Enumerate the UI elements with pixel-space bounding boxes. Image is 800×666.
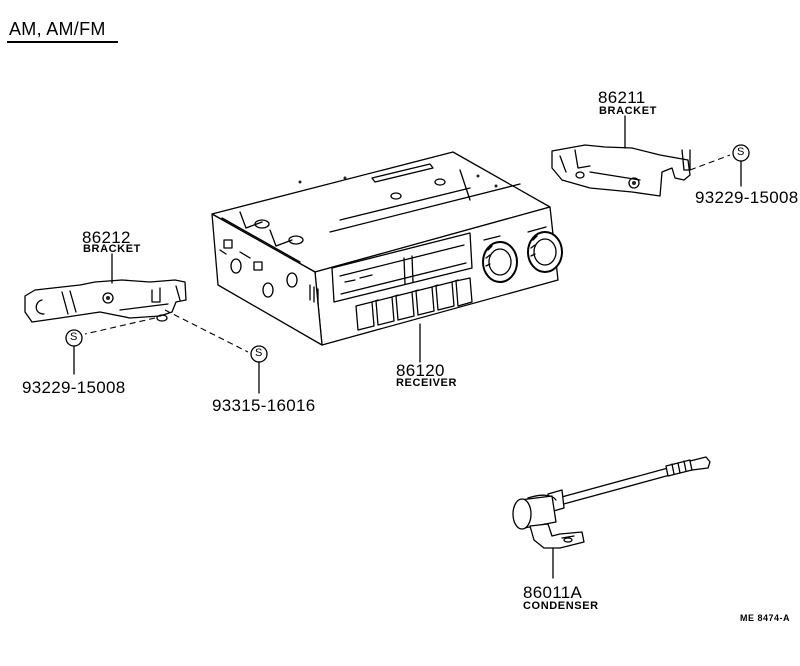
- screw-lower-s-mark: S: [255, 347, 263, 359]
- diagram-title: AM, AM/FM: [9, 19, 106, 39]
- receiver-part-name: RECEIVER: [396, 377, 458, 389]
- bracket-left-part-number: 86212: [82, 228, 131, 247]
- bracket-right-part-name: BRACKET: [599, 105, 657, 117]
- bracket-right-part-number: 86211: [598, 88, 646, 107]
- screw-left-part-number: 93229-15008: [22, 378, 126, 397]
- leader-bracket-left-lower-screw: [164, 309, 249, 353]
- receiver-part-number: 86120: [396, 361, 445, 380]
- leader-bracket-right-screw: [689, 154, 731, 171]
- condenser-part-name: CONDENSER: [523, 600, 599, 612]
- screw-right-s-mark: S: [737, 146, 745, 158]
- screw-left-s-mark: S: [70, 331, 78, 343]
- bracket-left-illustration: [24, 279, 187, 323]
- receiver-illustration: [211, 151, 563, 346]
- title-underline: [7, 41, 118, 43]
- screw-right-part-number: 93229-15008: [695, 188, 799, 207]
- screw-lower-part-number: 93315-16016: [212, 396, 316, 415]
- leader-bracket-left-screw: [84, 317, 156, 335]
- condenser-part-number: 86011A: [523, 583, 583, 602]
- condenser-illustration: [512, 456, 711, 549]
- diagram-reference-code: ME 8474-A: [740, 613, 791, 623]
- bracket-left-part-name: BRACKET: [83, 243, 141, 255]
- bracket-right-illustration: [551, 144, 691, 197]
